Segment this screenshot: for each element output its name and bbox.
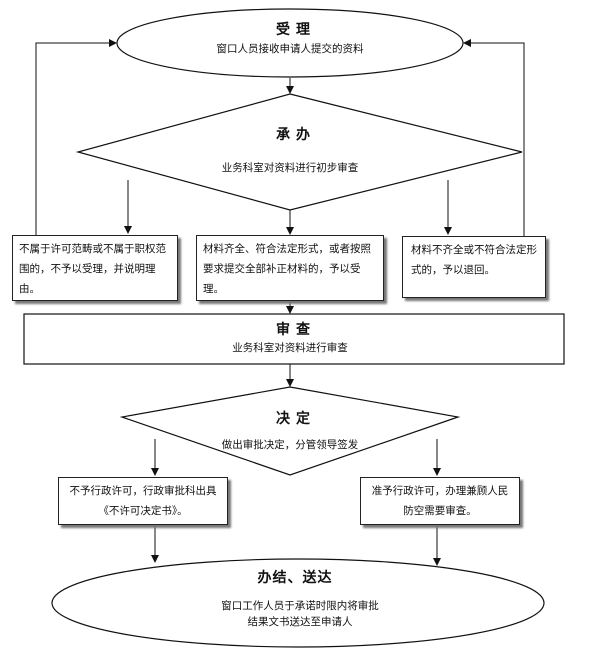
undertake-title: 承办	[276, 127, 316, 143]
returned-box: 材料不齐全或不符合法定形式的，予以退回。	[402, 236, 546, 298]
decision-diamond	[119, 386, 461, 476]
undertake-desc: 业务科室对资料进行初步审查	[221, 162, 359, 174]
review-rect	[23, 313, 565, 365]
finish-desc-line1: 窗口工作人员于承诺时限内将审批	[221, 600, 379, 612]
decision-title: 决定	[276, 411, 316, 427]
decision-desc: 做出审批决定，分管领导签发	[221, 439, 359, 451]
not-accepted-box: 不属于许可范畴或不属于职权范围的，不予以受理，并说明理由。	[12, 235, 178, 301]
finish-desc-line2: 结果文书送达至申请人	[247, 616, 353, 628]
deny-box: 不予行政许可，行政审批科出具《不许可决定书》。	[58, 477, 228, 525]
finish-ellipse	[51, 558, 545, 648]
undertake-diamond	[75, 93, 523, 211]
finish-title: 办结、送达	[257, 570, 333, 586]
accept-title: 受理	[276, 22, 316, 38]
review-desc: 业务科室对资料进行审查	[232, 342, 348, 354]
grant-box: 准予行政许可，办理兼顾人民防空需要审查。	[360, 477, 520, 525]
review-title: 审查	[276, 322, 316, 338]
accept-desc: 窗口人员接收申请人提交的资料	[216, 43, 364, 55]
accepted-box: 材料齐全、符合法定形式，或者按照要求提交全部补正材料的，予以受理。	[196, 235, 384, 301]
